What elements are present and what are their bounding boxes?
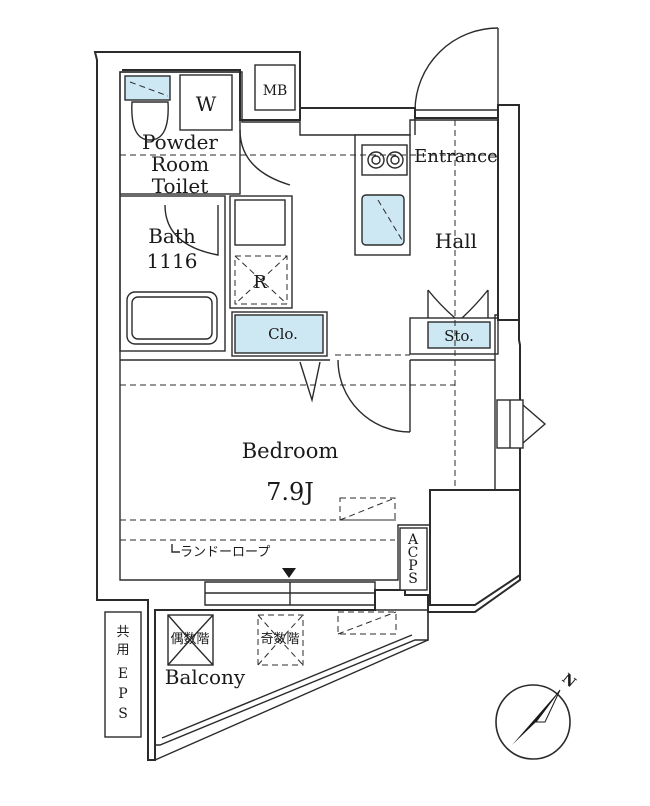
bedroom-size-label: 7.9J xyxy=(266,478,314,506)
acps-label-c: C xyxy=(408,545,419,561)
bath-label: Bath xyxy=(148,224,196,248)
acps-label-p: P xyxy=(408,558,417,574)
bath-door xyxy=(164,204,219,256)
eps-label-1: 共 xyxy=(116,625,129,640)
stove-icon xyxy=(361,144,408,176)
eps-label-2: 用 xyxy=(116,643,129,658)
balcony-sash xyxy=(205,568,375,605)
powder-room-label-1: Powder xyxy=(142,130,218,154)
evacuation-hatches xyxy=(167,611,397,666)
powder-door xyxy=(239,129,291,186)
bathtub xyxy=(126,291,218,345)
entrance-door xyxy=(414,27,499,135)
acps-label-s: S xyxy=(408,571,418,587)
bath-size-label: 1116 xyxy=(147,249,198,273)
storage-label: Sto. xyxy=(444,327,474,345)
meter-box-label: MB xyxy=(263,83,288,99)
meter-box xyxy=(254,64,296,111)
storage-shelf xyxy=(427,321,491,349)
hall-label: Hall xyxy=(435,229,477,253)
arrow-down-icon xyxy=(282,568,296,578)
refrigerator-label: R xyxy=(253,272,267,293)
laundry-rope-hook xyxy=(171,544,180,553)
refrigerator-space xyxy=(234,199,288,305)
bedroom-label: Bedroom xyxy=(242,439,339,463)
compass-icon xyxy=(495,684,571,760)
closet-label: Clo. xyxy=(268,325,298,343)
storage-doors xyxy=(427,289,489,319)
compass-north-label: N xyxy=(559,671,579,692)
bedroom-door xyxy=(299,359,411,433)
laundry-rope-label: ランドーロープ xyxy=(180,545,270,560)
powder-room-label-2: Room xyxy=(151,152,209,176)
ceiling-guides xyxy=(120,120,498,541)
bedroom-window xyxy=(496,399,547,449)
even-floor-label: 偶数階 xyxy=(170,632,209,647)
eps-label-3: E xyxy=(118,666,128,682)
shared-eps-box xyxy=(104,611,142,738)
eps-label-5: S xyxy=(118,706,128,722)
balcony-label: Balcony xyxy=(165,665,246,689)
toilet-fixture xyxy=(124,75,171,141)
washer-label: W xyxy=(196,92,217,116)
powder-room-label-3: Toilet xyxy=(152,174,209,198)
eps-label-4: P xyxy=(118,686,127,702)
entrance-label: Entrance xyxy=(414,146,498,167)
closet-shelf xyxy=(234,314,324,354)
acps-label-a: A xyxy=(407,532,419,548)
washer-box xyxy=(179,74,233,131)
odd-floor-label: 奇数階 xyxy=(260,631,299,647)
sink-icon xyxy=(361,194,405,246)
acps-box xyxy=(399,527,428,591)
